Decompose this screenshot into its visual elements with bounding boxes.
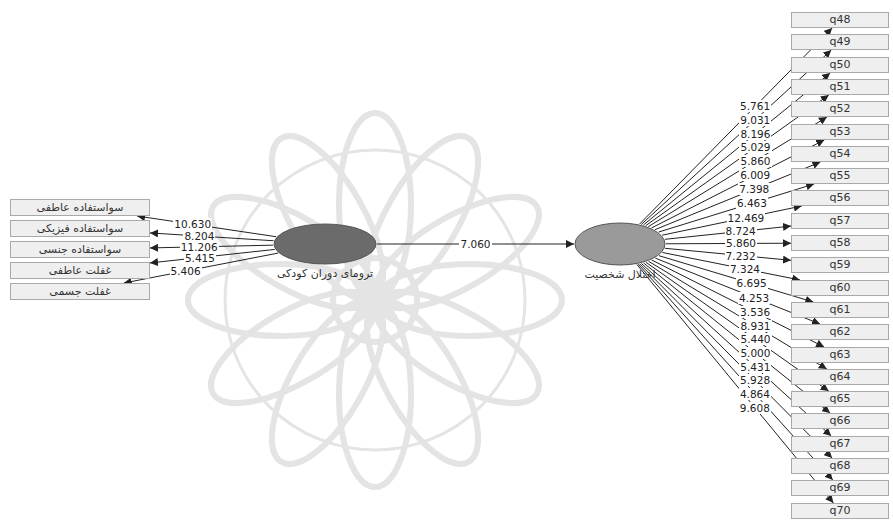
node-text: q60: [830, 281, 851, 295]
node-text: سواستفاده فیزیکی: [37, 222, 124, 236]
indicator-box: q68: [791, 458, 889, 474]
indicator-box: q55: [791, 168, 889, 184]
path-arrow: [150, 249, 275, 262]
indicator-box: q70: [791, 503, 889, 519]
node-text: q70: [830, 504, 851, 518]
indicator-box: q61: [791, 302, 889, 318]
indicator-box: q52: [791, 101, 889, 117]
edge-label: 9.031: [739, 114, 771, 126]
edge-label: 3.536: [739, 306, 771, 318]
indicator-box: سواستفاده عاطفی: [10, 199, 150, 216]
node-text: q62: [830, 325, 851, 339]
indicator-box: q60: [791, 280, 889, 296]
edge-label: 5.860: [739, 155, 771, 167]
node-text: q68: [830, 459, 851, 473]
indicator-box: q51: [791, 79, 889, 95]
node-text: q50: [830, 58, 851, 72]
edge-label: 6.009: [739, 169, 771, 181]
edge-label: 5.000: [739, 347, 771, 359]
node-text: q53: [830, 125, 851, 139]
edge-label: 5.860: [725, 237, 757, 249]
edge-label: 5.440: [739, 333, 771, 345]
node-text: q65: [830, 392, 851, 406]
latent-circle: [273, 223, 377, 265]
edge-label: 10.630: [173, 218, 212, 230]
node-text: q58: [830, 236, 851, 250]
edge-label: 5.928: [739, 374, 771, 386]
indicator-box: q57: [791, 213, 889, 229]
edge-label: 4.864: [739, 388, 771, 400]
node-text: اختلال شخصیت: [570, 268, 670, 282]
edge-label: 6.463: [736, 197, 768, 209]
latent-variable: ترومای دوران کودکی: [273, 223, 377, 281]
edge-label: 7.398: [738, 183, 770, 195]
indicator-box: q54: [791, 146, 889, 162]
node-text: q54: [830, 147, 851, 161]
latent-variable: اختلال شخصیت: [574, 222, 666, 282]
edge-label: 8.724: [725, 225, 757, 237]
edge-label: 8.931: [739, 320, 771, 332]
node-text: q61: [830, 303, 851, 317]
node-text: q55: [830, 169, 851, 183]
node-text: q56: [830, 191, 851, 205]
latent-ellipse: [273, 223, 377, 265]
rosette: [188, 113, 562, 487]
node-text: q63: [830, 348, 851, 362]
indicator-box: q67: [791, 436, 889, 452]
edge-label: 8.196: [739, 128, 771, 140]
edge-label: 12.469: [727, 212, 766, 224]
indicator-box: q49: [791, 34, 889, 50]
edge-label: 4.253: [738, 292, 770, 304]
indicator-box: q65: [791, 391, 889, 407]
node-text: q66: [830, 414, 851, 428]
indicator-box: q50: [791, 57, 889, 73]
node-text: q52: [830, 102, 851, 116]
node-text: غفلت جسمی: [49, 285, 110, 299]
node-text: سواستفاده عاطفی: [37, 201, 124, 215]
ellipse-outline: [274, 224, 376, 264]
ellipse-outline: [575, 223, 665, 265]
node-text: q57: [830, 214, 851, 228]
indicator-box: q56: [791, 190, 889, 206]
indicator-box: سواستفاده جنسی: [10, 241, 150, 258]
indicator-box: q59: [791, 257, 889, 273]
indicator-box: غفلت عاطفی: [10, 262, 150, 279]
indicator-box: q69: [791, 480, 889, 496]
node-text: q48: [830, 13, 851, 27]
edge-label: 7.324: [729, 263, 761, 275]
node-text: سواستفاده جنسی: [39, 243, 122, 257]
indicator-box: غفلت جسمی: [10, 283, 150, 300]
edge-label: 6.695: [736, 277, 768, 289]
edge-label: 5.406: [170, 265, 202, 277]
edge-label: 7.232: [725, 250, 757, 262]
indicator-box: q58: [791, 235, 889, 251]
edge-label: 9.608: [739, 402, 771, 414]
node-text: q51: [830, 80, 851, 94]
node-text: q64: [830, 370, 851, 384]
node-text: غفلت عاطفی: [49, 264, 112, 278]
indicator-box: q48: [791, 12, 889, 28]
indicator-box: q62: [791, 324, 889, 340]
node-text: q67: [830, 437, 851, 451]
node-text: ترومای دوران کودکی: [269, 267, 381, 281]
indicator-box: سواستفاده فیزیکی: [10, 220, 150, 237]
indicator-box: q53: [791, 124, 889, 140]
latent-ellipse: [574, 222, 666, 266]
node-text: q49: [830, 35, 851, 49]
indicator-box: q66: [791, 413, 889, 429]
edge-label: 5.431: [739, 361, 771, 373]
latent-circle: [574, 222, 666, 266]
edge-label: 5.415: [184, 252, 216, 264]
indicator-box: q64: [791, 369, 889, 385]
edge-label: 5.029: [739, 141, 771, 153]
edge-label: 7.060: [459, 238, 491, 250]
edge-label: 5.761: [739, 100, 771, 112]
node-text: q69: [830, 481, 851, 495]
indicator-box: q63: [791, 347, 889, 363]
node-text: q59: [830, 258, 851, 272]
